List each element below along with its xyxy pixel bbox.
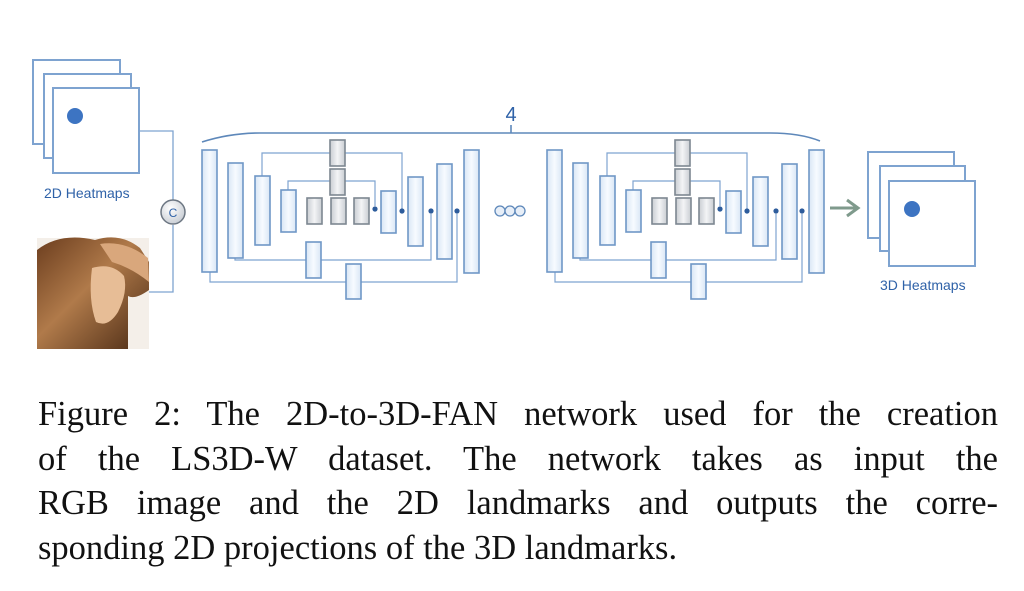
skip-block — [650, 241, 667, 279]
skip-connection — [666, 214, 777, 261]
skip-block — [329, 139, 346, 167]
input-heatmaps-stack — [32, 59, 140, 174]
skip-block — [329, 168, 346, 196]
caption-line: of the LS3D-W dataset. The network takes… — [38, 439, 998, 478]
concat-symbol: C — [169, 206, 178, 220]
skip-connection — [606, 152, 675, 176]
skip-block — [674, 139, 691, 167]
skip-connection — [361, 214, 458, 283]
skip-block — [690, 263, 707, 300]
conv-block — [436, 163, 453, 260]
input-heatmaps-label: 2D Heatmaps — [44, 185, 130, 201]
output-heatmaps-label: 3D Heatmaps — [880, 277, 966, 293]
ellipsis-icon — [494, 205, 526, 217]
conv-block — [227, 162, 244, 259]
merge-node — [773, 208, 779, 214]
conv-block — [725, 190, 742, 234]
input-rgb-image — [37, 237, 149, 349]
heatmap-sheet — [52, 87, 140, 174]
merge-node — [744, 208, 750, 214]
caption-line: RGB image and the 2D landmarks and outpu… — [38, 484, 998, 522]
skip-connection — [345, 180, 376, 206]
conv-block — [546, 149, 563, 273]
merge-node — [717, 206, 723, 212]
skip-connection — [345, 152, 403, 210]
merge-node — [799, 208, 805, 214]
merge-node — [399, 208, 405, 214]
skip-connection — [234, 258, 306, 261]
skip-connection — [261, 152, 330, 176]
conv-block — [808, 149, 825, 274]
bottleneck-block — [330, 197, 347, 225]
hourglass-module-1 — [201, 139, 480, 300]
skip-connection — [690, 152, 748, 210]
skip-block — [305, 241, 322, 279]
landmark-dot — [904, 201, 920, 217]
skip-connection — [287, 180, 330, 190]
conv-block — [254, 175, 271, 246]
conv-block — [280, 189, 297, 233]
bottleneck-block — [675, 197, 692, 225]
hourglass-module-4 — [546, 139, 825, 300]
caption-line: Figure 2: The 2D-to-3D-FAN network used … — [38, 395, 998, 433]
skip-connection — [554, 272, 691, 283]
conv-block — [752, 176, 769, 247]
heatmap-sheet — [888, 180, 976, 267]
repeat-count: 4 — [505, 104, 516, 126]
conv-block — [572, 162, 589, 259]
bottleneck-block — [698, 197, 715, 225]
repeat-brace — [201, 125, 821, 143]
conv-block — [380, 190, 397, 234]
skip-block — [345, 263, 362, 300]
merge-node — [454, 208, 460, 214]
figure-caption: Figure 2: The 2D-to-3D-FAN network used … — [38, 392, 998, 570]
conv-block — [781, 163, 798, 260]
fan-network-diagram: 2D Heatmaps C 4 3D Heatmaps — [32, 59, 976, 349]
conv-block — [201, 149, 218, 273]
skip-connection — [579, 258, 651, 261]
caption-line: sponding 2D projections of the 3D landma… — [38, 528, 678, 567]
conv-block — [599, 175, 616, 246]
merge-node — [428, 208, 434, 214]
bottleneck-block — [306, 197, 323, 225]
skip-connection — [690, 180, 721, 206]
concat-node: C — [160, 199, 186, 225]
bottleneck-block — [651, 197, 668, 225]
conv-block — [625, 189, 642, 233]
skip-connection — [321, 214, 432, 261]
skip-connection — [209, 272, 346, 283]
conv-block — [463, 149, 480, 274]
merge-node — [372, 206, 378, 212]
skip-block — [674, 168, 691, 196]
face-icon — [90, 266, 126, 324]
landmark-dot — [67, 108, 83, 124]
output-heatmaps-stack — [867, 151, 976, 267]
skip-connection — [706, 214, 803, 283]
skip-connection — [632, 180, 675, 190]
arrow-right-icon — [830, 198, 861, 218]
conv-block — [407, 176, 424, 247]
bottleneck-block — [353, 197, 370, 225]
